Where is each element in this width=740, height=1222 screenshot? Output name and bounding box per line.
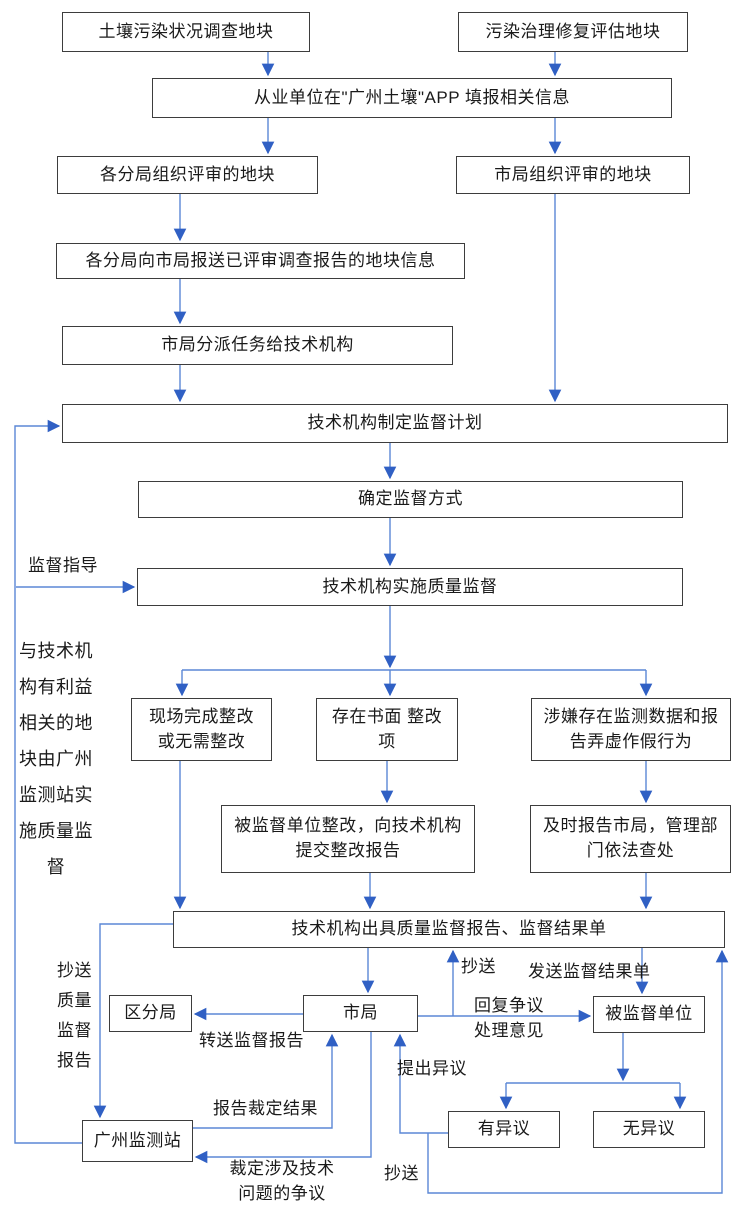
- node-no-objection: 无异议: [593, 1111, 705, 1148]
- label-copy-quality-report: 抄送质量监督报告: [57, 961, 92, 1070]
- node-app-fill: 从业单位在"广州土壤"APP 填报相关信息: [152, 78, 672, 118]
- node-supervised-unit: 被监督单位: [593, 996, 705, 1033]
- node-remediation-plot: 污染治理修复评估地块: [458, 12, 688, 52]
- label-report-ruling: 报告裁定结果: [213, 1099, 318, 1118]
- label-raise-objection: 提出异议: [397, 1059, 467, 1078]
- label-supervision-guidance: 监督指导: [28, 556, 98, 575]
- node-make-plan: 技术机构制定监督计划: [62, 404, 728, 443]
- node-city-bureau: 市局: [303, 995, 418, 1032]
- node-branch-report: 各分局向市局报送已评审调查报告的地块信息: [56, 243, 465, 279]
- node-gz-station: 广州监测站: [82, 1120, 193, 1162]
- node-city-review: 市局组织评审的地块: [456, 156, 690, 194]
- node-has-objection: 有异议: [448, 1111, 560, 1148]
- node-issue-report: 技术机构出具质量监督报告、监督结果单: [173, 911, 725, 948]
- label-reply-dispute: 回复争议处理意见: [474, 996, 544, 1040]
- label-forward-report: 转送监督报告: [199, 1031, 304, 1050]
- node-onsite-fixed: 现场完成整改 或无需整改: [131, 698, 272, 761]
- node-written-items: 存在书面 整改项: [316, 698, 458, 761]
- label-copy-bottom: 抄送: [384, 1164, 419, 1183]
- label-send-result-sheet: 发送监督结果单: [528, 962, 651, 981]
- label-ruling-dispute: 裁定涉及技术问题的争议: [229, 1159, 335, 1203]
- label-copy-upper: 抄送: [461, 957, 496, 976]
- node-unit-rectify: 被监督单位整改，向技术机构提交整改报告: [221, 805, 475, 873]
- node-suspected-fraud: 涉嫌存在监测数据和报告弄虚作假行为: [531, 698, 731, 761]
- node-implement-supervision: 技术机构实施质量监督: [137, 568, 683, 606]
- node-report-city: 及时报告市局，管理部门依法查处: [530, 805, 731, 873]
- node-decide-mode: 确定监督方式: [138, 481, 683, 518]
- node-assign-task: 市局分派任务给技术机构: [62, 326, 453, 365]
- node-district-bureau: 区分局: [109, 995, 192, 1032]
- label-side-note: 与技术机构有利益相关的地块由广州监测站实施质量监督: [19, 641, 93, 877]
- node-survey-plot: 土壤污染状况调查地块: [62, 12, 310, 52]
- node-branch-review: 各分局组织评审的地块: [57, 156, 318, 194]
